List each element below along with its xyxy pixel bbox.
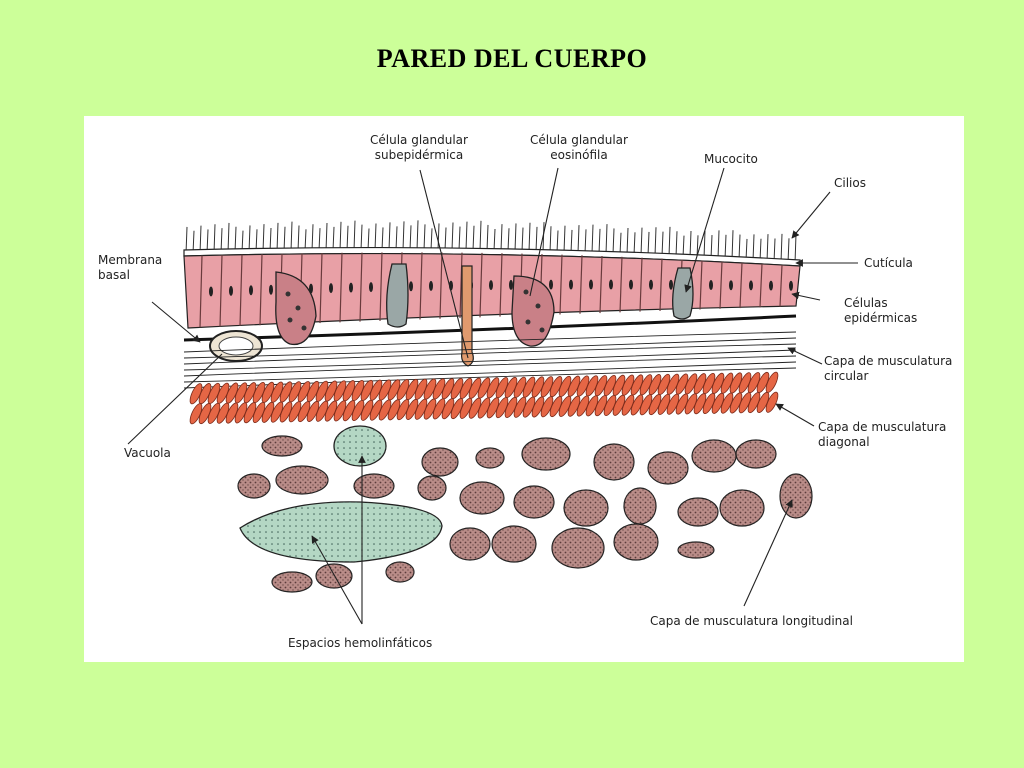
label-mucocito: Mucocito xyxy=(704,152,758,166)
subepidermal-gland-cell xyxy=(461,265,474,367)
label-capa-longitudinal: Capa de musculatura longitudinal xyxy=(650,614,853,628)
diagram-drawing xyxy=(127,167,858,625)
mucocytes xyxy=(386,263,694,328)
label-capa-circular: Capa de musculatura circular xyxy=(824,354,953,383)
leader-lines xyxy=(127,167,858,625)
label-celulas-epidermicas: Células epidérmicas xyxy=(844,296,918,325)
gland-granules xyxy=(285,289,545,333)
label-membrana-basal: Membrana basal xyxy=(98,253,163,282)
diagonal-muscle-layer xyxy=(189,371,779,425)
label-celula-subepidermica: Célula glandular subepidérmica xyxy=(370,133,468,162)
label-cuticula: Cutícula xyxy=(864,256,913,270)
hemolymph-spaces xyxy=(239,425,443,563)
label-capa-diagonal: Capa de musculatura diagonal xyxy=(818,420,947,449)
slide-title: PARED DEL CUERPO xyxy=(376,44,648,73)
label-vacuola: Vacuola xyxy=(124,446,171,460)
body-wall-diagram: Membrana basal Célula glandular subepidé… xyxy=(84,116,964,662)
basal-membrane xyxy=(183,314,797,342)
label-celula-eosinofila: Célula glandular eosinófila xyxy=(530,133,628,162)
epidermis xyxy=(183,252,801,329)
longitudinal-muscle-layer xyxy=(237,435,813,593)
label-cilios: Cilios xyxy=(834,176,866,190)
label-espacios-hemolinfaticos: Espacios hemolinfáticos xyxy=(288,636,433,650)
